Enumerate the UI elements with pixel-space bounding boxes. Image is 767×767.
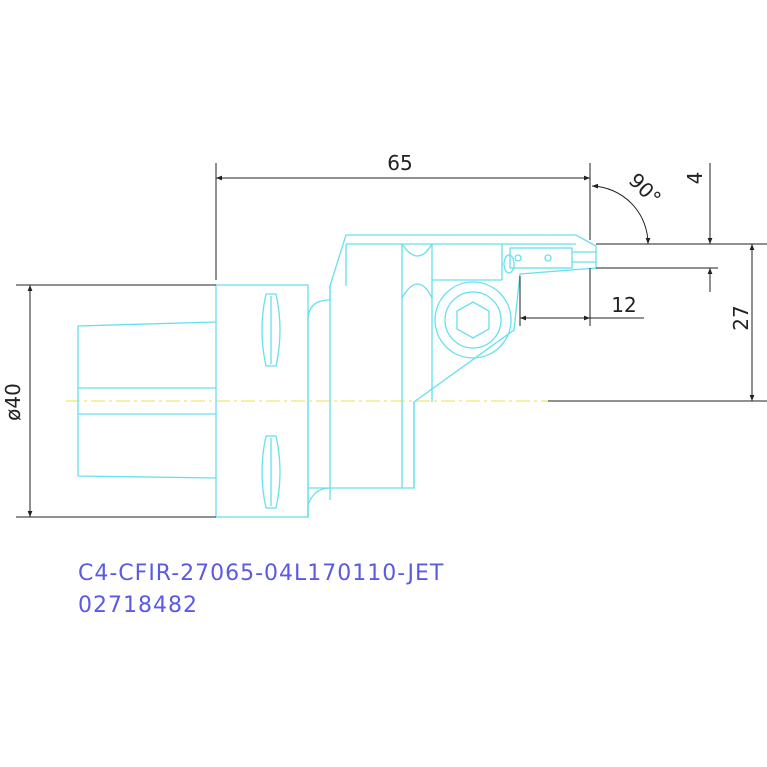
- tool-holder-outline: [77, 234, 597, 518]
- dim-offset-label: 12: [611, 293, 636, 317]
- dim-step-label: 4: [683, 172, 707, 185]
- part-number-label: 02718482: [78, 593, 198, 618]
- dim-height-label: 27: [729, 305, 753, 330]
- dim-length-label: 65: [387, 151, 412, 175]
- part-code-label: C4-CFIR-27065-04L170110-JET: [78, 561, 445, 586]
- dimension-lines: [16, 163, 767, 518]
- dim-angle-label: 90°: [624, 168, 666, 210]
- dim-diameter-label: ø40: [1, 383, 25, 421]
